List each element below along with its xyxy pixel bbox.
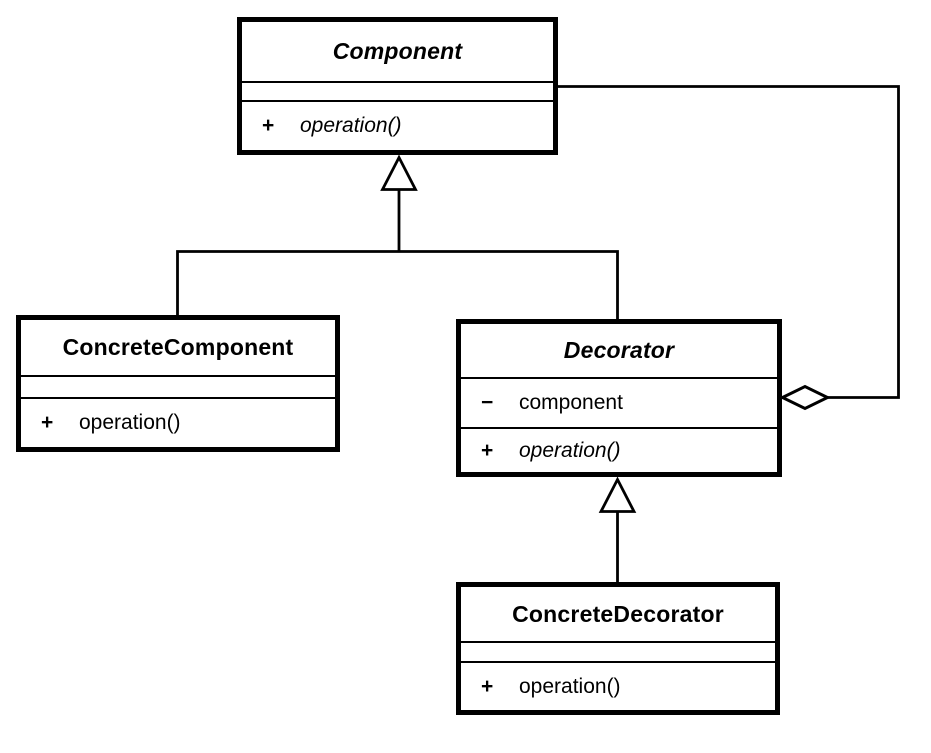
operations-compartment: + operation(): [21, 399, 335, 447]
class-box-decorator: Decorator − component + operation(): [456, 319, 782, 477]
class-box-component: Component + operation(): [237, 17, 558, 155]
class-title-concrete-component: ConcreteComponent: [21, 320, 335, 377]
class-title-decorator: Decorator: [461, 324, 777, 379]
visibility-sign: +: [481, 438, 494, 462]
class-box-concrete-component: ConcreteComponent + operation(): [16, 315, 340, 452]
operation-row: + operation(): [461, 429, 777, 472]
operation-signature: operation(): [519, 438, 621, 462]
operation-row: + operation(): [461, 663, 775, 710]
class-box-concrete-decorator: ConcreteDecorator + operation(): [456, 582, 780, 715]
generalization-branch-lines: [176, 250, 619, 322]
operations-compartment: + operation(): [242, 102, 553, 150]
generalization-to-decorator: [598, 476, 637, 585]
generalization-to-component: [176, 154, 619, 322]
operations-compartment: + operation(): [461, 429, 777, 472]
visibility-sign: −: [481, 391, 494, 414]
attributes-compartment: − component: [461, 379, 777, 429]
visibility-sign: +: [41, 411, 54, 434]
inheritance-triangle-icon: [380, 154, 418, 191]
operation-signature: operation(): [300, 114, 402, 137]
attribute-row: − component: [461, 379, 777, 427]
visibility-sign: +: [262, 114, 275, 137]
aggregation-diamond-icon: [779, 384, 831, 411]
attributes-compartment: [21, 377, 335, 399]
class-title-concrete-decorator: ConcreteDecorator: [461, 587, 775, 643]
operation-row: + operation(): [242, 102, 553, 150]
attributes-compartment: [242, 83, 553, 102]
inheritance-triangle-icon: [598, 476, 637, 513]
attributes-compartment: [461, 643, 775, 663]
operations-compartment: + operation(): [461, 663, 775, 710]
visibility-sign: +: [481, 674, 494, 698]
aggregation-line: [556, 85, 900, 399]
operation-signature: operation(): [519, 674, 621, 698]
operation-signature: operation(): [79, 411, 181, 434]
attribute-name: component: [519, 391, 623, 414]
operation-row: + operation(): [21, 399, 335, 447]
aggregation-decorator-component: [556, 85, 900, 411]
class-title-component: Component: [242, 22, 553, 83]
